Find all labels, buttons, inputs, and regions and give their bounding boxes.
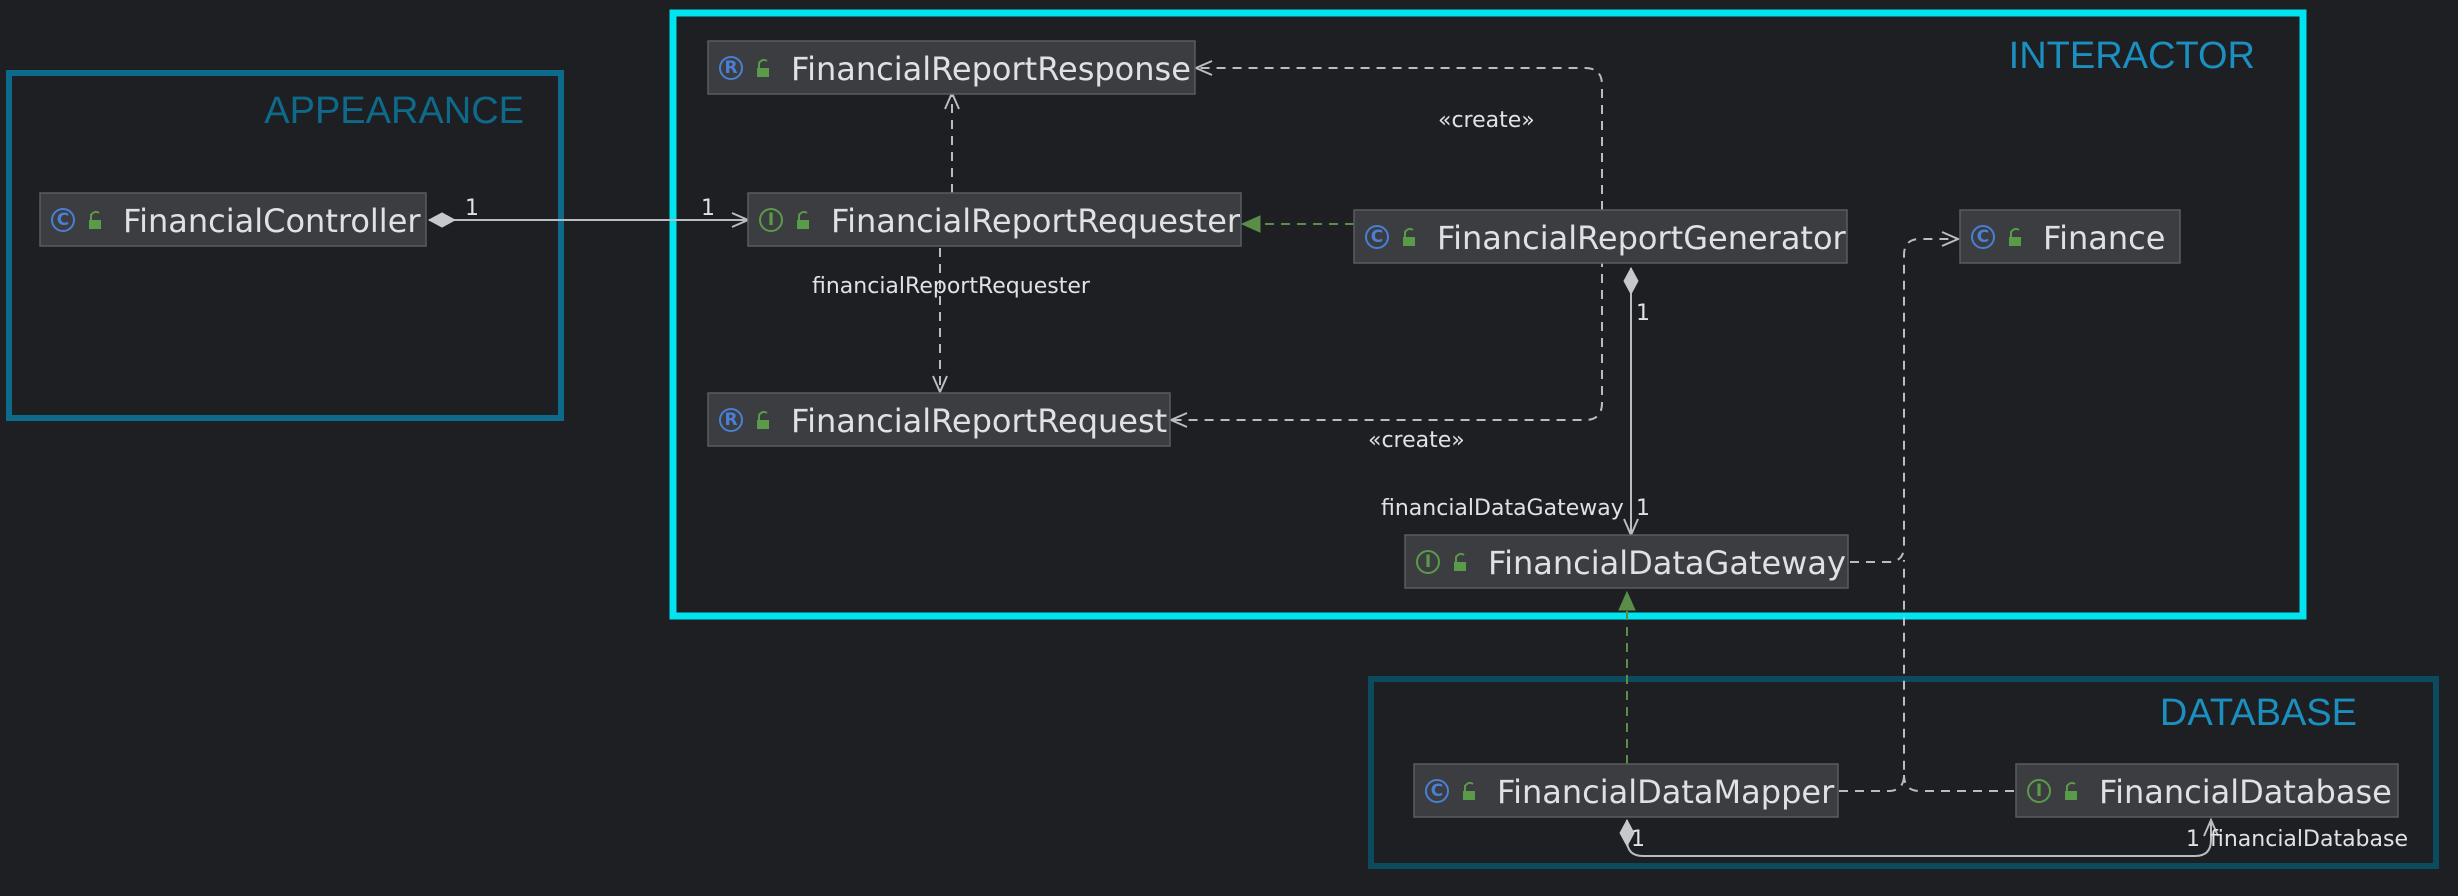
node-label: FinancialReportRequester [831, 202, 1241, 240]
public-lock-icon [1403, 227, 1415, 246]
edge-label-gateway-mult: 1 [1636, 496, 1650, 521]
class-badge-icon: C [1425, 779, 1449, 803]
svg-text:C: C [1431, 781, 1443, 801]
edge-label-database-role: financialDatabase [2210, 827, 2408, 852]
class-badge-icon: C [1971, 225, 1995, 249]
node-label: FinancialDataGateway [1488, 544, 1846, 582]
node-label: FinancialReportRequest [791, 402, 1167, 440]
node-financial-data-gateway[interactable]: I FinancialDataGateway [1404, 534, 1849, 589]
edge-label-requester-mult: 1 [701, 196, 715, 221]
class-badge-icon: C [51, 208, 75, 232]
edge-generator-creates-response [1196, 68, 1603, 210]
edge-label-database-mult: 1 [2186, 827, 2200, 852]
class-badge-icon: C [1365, 225, 1389, 249]
node-financial-report-request[interactable]: R FinancialReportRequest [707, 392, 1171, 447]
edge-label-mapper-mult: 1 [1631, 827, 1645, 852]
svg-text:C: C [1977, 227, 1989, 247]
edges [429, 68, 2211, 857]
public-lock-icon [757, 58, 769, 77]
interface-badge-icon: I [2027, 779, 2051, 803]
edge-gateway-finance [1850, 239, 1958, 563]
svg-text:I: I [1425, 552, 1431, 572]
node-label: FinancialDataMapper [1497, 773, 1835, 811]
public-lock-icon [1463, 781, 1475, 800]
interface-badge-icon: I [759, 208, 783, 232]
node-label: FinancialDatabase [2099, 773, 2392, 811]
public-lock-icon [2009, 227, 2021, 246]
public-lock-icon [1454, 552, 1466, 571]
edge-database-finance [1903, 774, 2014, 792]
public-lock-icon [797, 210, 809, 229]
svg-text:I: I [2036, 781, 2042, 801]
package-database-title: DATABASE [2160, 692, 2357, 734]
node-financial-report-requester[interactable]: I FinancialReportRequester [747, 192, 1242, 247]
node-label: FinancialReportGenerator [1437, 219, 1847, 257]
record-badge-icon: R [719, 56, 743, 80]
node-label: FinancialController [123, 202, 421, 240]
svg-text:I: I [768, 210, 774, 230]
svg-text:C: C [57, 210, 69, 230]
node-financial-data-mapper[interactable]: C FinancialDataMapper [1413, 763, 1839, 818]
node-label: Finance [2043, 219, 2165, 257]
package-appearance-title: APPEARANCE [264, 90, 524, 132]
public-lock-icon [2065, 781, 2077, 800]
edge-mapper-finance [1839, 560, 1905, 792]
edge-label-gateway-role: financialDataGateway [1381, 496, 1624, 521]
edge-label-requester-role: financialReportRequester [812, 274, 1091, 299]
public-lock-icon [89, 210, 101, 229]
svg-text:R: R [724, 410, 737, 430]
node-label: FinancialReportResponse [791, 50, 1191, 88]
edge-label-create-request: «create» [1368, 428, 1465, 453]
edge-label-create-response: «create» [1438, 108, 1535, 133]
package-database-frame [1368, 676, 2439, 869]
edge-label-controller-mult: 1 [465, 196, 479, 221]
record-badge-icon: R [719, 408, 743, 432]
node-financial-controller[interactable]: C FinancialController [39, 192, 427, 247]
package-appearance-frame [6, 70, 564, 421]
node-financial-report-generator[interactable]: C FinancialReportGenerator [1353, 209, 1848, 264]
public-lock-icon [757, 410, 769, 429]
package-interactor-frame [669, 9, 2307, 620]
package-interactor-title: INTERACTOR [2009, 35, 2255, 77]
edge-generator-creates-request [1171, 210, 1603, 420]
edge-label-generator-mult: 1 [1636, 301, 1650, 326]
node-financial-database[interactable]: I FinancialDatabase [2015, 763, 2399, 818]
svg-text:C: C [1371, 227, 1383, 247]
node-financial-report-response[interactable]: R FinancialReportResponse [707, 40, 1196, 95]
node-finance[interactable]: C Finance [1959, 209, 2181, 264]
interface-badge-icon: I [1416, 550, 1440, 574]
svg-text:R: R [724, 58, 737, 78]
edge-mapper-database [1627, 820, 2211, 857]
